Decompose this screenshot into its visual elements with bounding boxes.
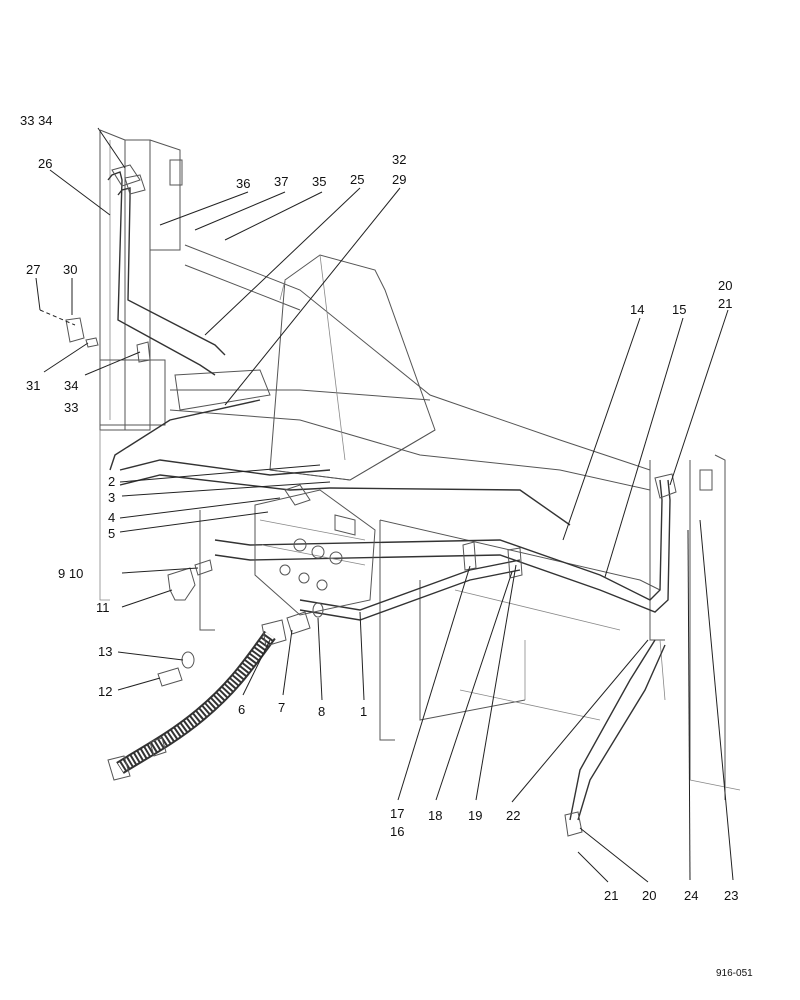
callout-18: 18 (428, 808, 442, 823)
callout-3: 3 (108, 490, 115, 505)
control-valve (254, 484, 376, 616)
callout-17: 17 (390, 806, 404, 821)
callout-15: 15 (672, 302, 686, 317)
callout-13: 13 (98, 644, 112, 659)
callout-30: 30 (63, 262, 77, 277)
callout-26: 26 (38, 156, 52, 171)
callout-4: 4 (108, 510, 115, 525)
callout-27: 27 (26, 262, 40, 277)
callout-6: 6 (238, 702, 245, 717)
callout-37: 37 (274, 174, 288, 189)
callout-32: 32 (392, 152, 406, 167)
callout-16: 16 (390, 824, 404, 839)
callout-23: 23 (724, 888, 738, 903)
callout-1: 1 (360, 704, 367, 719)
central-tower (269, 254, 436, 481)
callout-36: 36 (236, 176, 250, 191)
callout-11: 11 (96, 600, 110, 615)
callout-labels: 33 34 26 32 29 36 37 35 25 27 30 31 34 3… (20, 113, 738, 903)
leader-lines (35, 127, 734, 883)
callout-33-34-top: 33 34 (20, 113, 53, 128)
callout-7: 7 (278, 700, 285, 715)
callout-22: 22 (506, 808, 520, 823)
fittings (65, 164, 677, 837)
right-upright (649, 454, 741, 800)
figure-number: 916-051 (716, 968, 753, 979)
left-upright (99, 129, 183, 601)
callout-21-top: 21 (718, 296, 732, 311)
cross-frame (169, 244, 651, 491)
callout-9-10: 9 10 (58, 566, 83, 581)
callout-21-bottom: 21 (604, 888, 618, 903)
callout-12: 12 (98, 684, 112, 699)
callout-34: 34 (64, 378, 78, 393)
callout-5: 5 (108, 526, 115, 541)
callout-24: 24 (684, 888, 698, 903)
callout-19: 19 (468, 808, 482, 823)
callout-20-bottom: 20 (642, 888, 656, 903)
callout-20-top: 20 (718, 278, 732, 293)
callout-8: 8 (318, 704, 325, 719)
callout-2: 2 (108, 474, 115, 489)
callout-33: 33 (64, 400, 78, 415)
callout-14: 14 (630, 302, 644, 317)
hydraulic-pipes (107, 171, 671, 821)
hose-6 (107, 619, 287, 781)
callout-31: 31 (26, 378, 40, 393)
callout-35: 35 (312, 174, 326, 189)
callout-25: 25 (350, 172, 364, 187)
callout-29: 29 (392, 172, 406, 187)
